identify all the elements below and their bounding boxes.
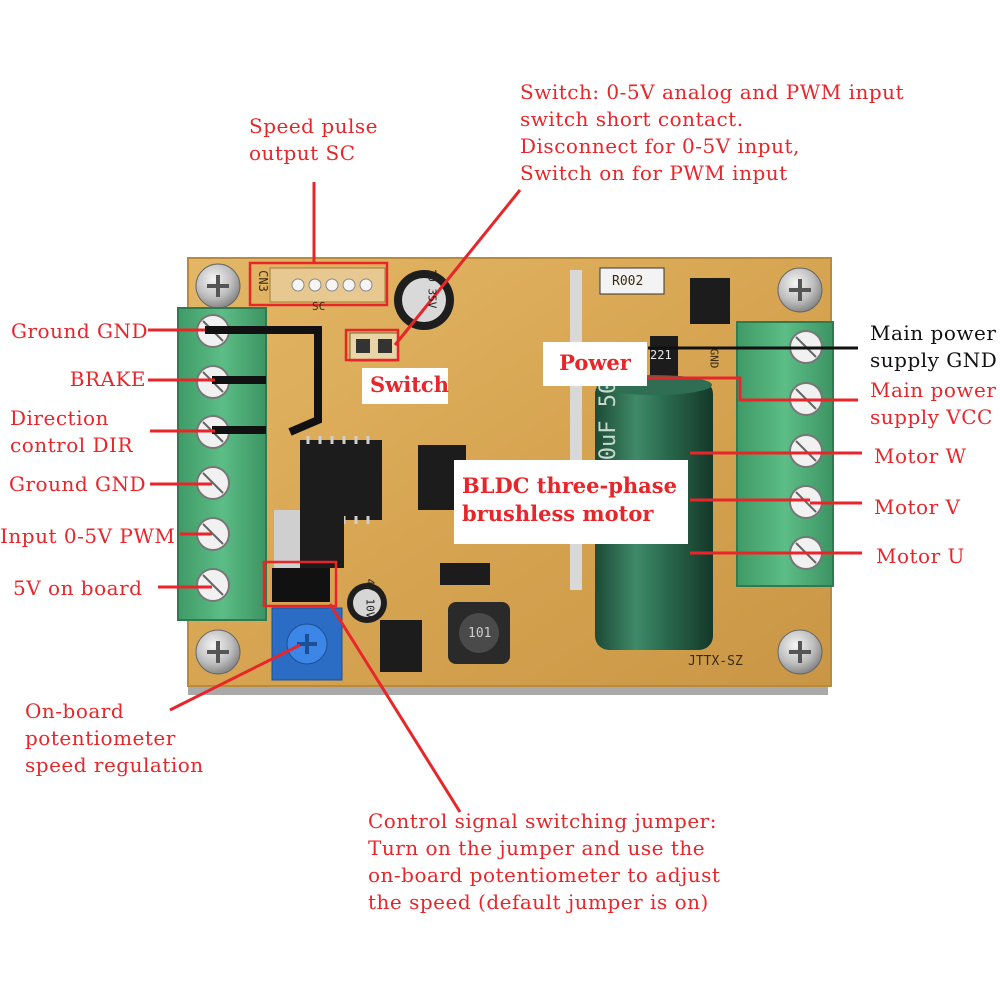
label-potentiometer: On-board potentiometer speed regulation xyxy=(25,699,204,777)
screw-bottom-left xyxy=(195,629,241,675)
cap-small-top-text: 10 35V xyxy=(425,268,439,309)
label-main-power-gnd: Main power supply GND xyxy=(870,321,998,372)
jumper xyxy=(272,568,330,602)
label-input-pwm: Input 0-5V PWM xyxy=(0,524,176,548)
resistor-r002 xyxy=(599,267,665,295)
resistor-r002-text: R002 xyxy=(612,274,644,289)
label-speed-pulse: Speed pulse output SC xyxy=(249,114,379,165)
small-capacitor-top xyxy=(394,270,454,330)
label-main-power-vcc: Main power supply VCC xyxy=(870,378,997,429)
label-direction: Direction control DIR xyxy=(10,406,134,457)
label-5v-on-board: 5V on board xyxy=(13,576,143,600)
callout-switch: Switch xyxy=(362,368,449,404)
cap-small-bottom-text: 47 10V xyxy=(363,578,377,619)
left-terminal-block xyxy=(177,307,267,621)
label-ground-gnd-bottom: Ground GND xyxy=(8,472,146,496)
cn3-text: CN3 xyxy=(255,270,270,292)
screw-top-left xyxy=(195,263,241,309)
sc-text: SC xyxy=(312,300,326,313)
label-motor-w: Motor W xyxy=(874,444,967,468)
label-brake: BRAKE xyxy=(69,367,146,391)
label-ground-gnd-top: Ground GND xyxy=(10,319,148,343)
callout-power: Power xyxy=(543,342,647,386)
resistor-221-text: 221 xyxy=(650,348,672,362)
leader-lines xyxy=(148,182,862,813)
resistor-221 xyxy=(650,336,678,376)
label-motor-v: Motor V xyxy=(874,495,961,519)
label-switch-description: Switch: 0-5V analog and PWM input switch… xyxy=(520,80,905,185)
small-capacitor-bottom xyxy=(347,583,387,623)
screw-bottom-right xyxy=(777,629,823,675)
callout-bldc: BLDC three-phase brushless motor xyxy=(454,460,688,544)
label-motor-u: Motor U xyxy=(876,544,965,568)
label-jumper-description: Control signal switching jumper: Turn on… xyxy=(368,809,721,914)
potentiometer xyxy=(271,607,343,681)
ic-left xyxy=(300,440,382,520)
screw-top-right xyxy=(777,267,823,313)
inductor-text: 101 xyxy=(468,626,492,641)
diode-smd xyxy=(440,563,490,585)
brand-text: JTTX-SZ xyxy=(688,654,743,669)
diode-d1 xyxy=(690,278,730,324)
gnd-text: GND xyxy=(707,348,721,369)
mosfet xyxy=(380,620,422,672)
